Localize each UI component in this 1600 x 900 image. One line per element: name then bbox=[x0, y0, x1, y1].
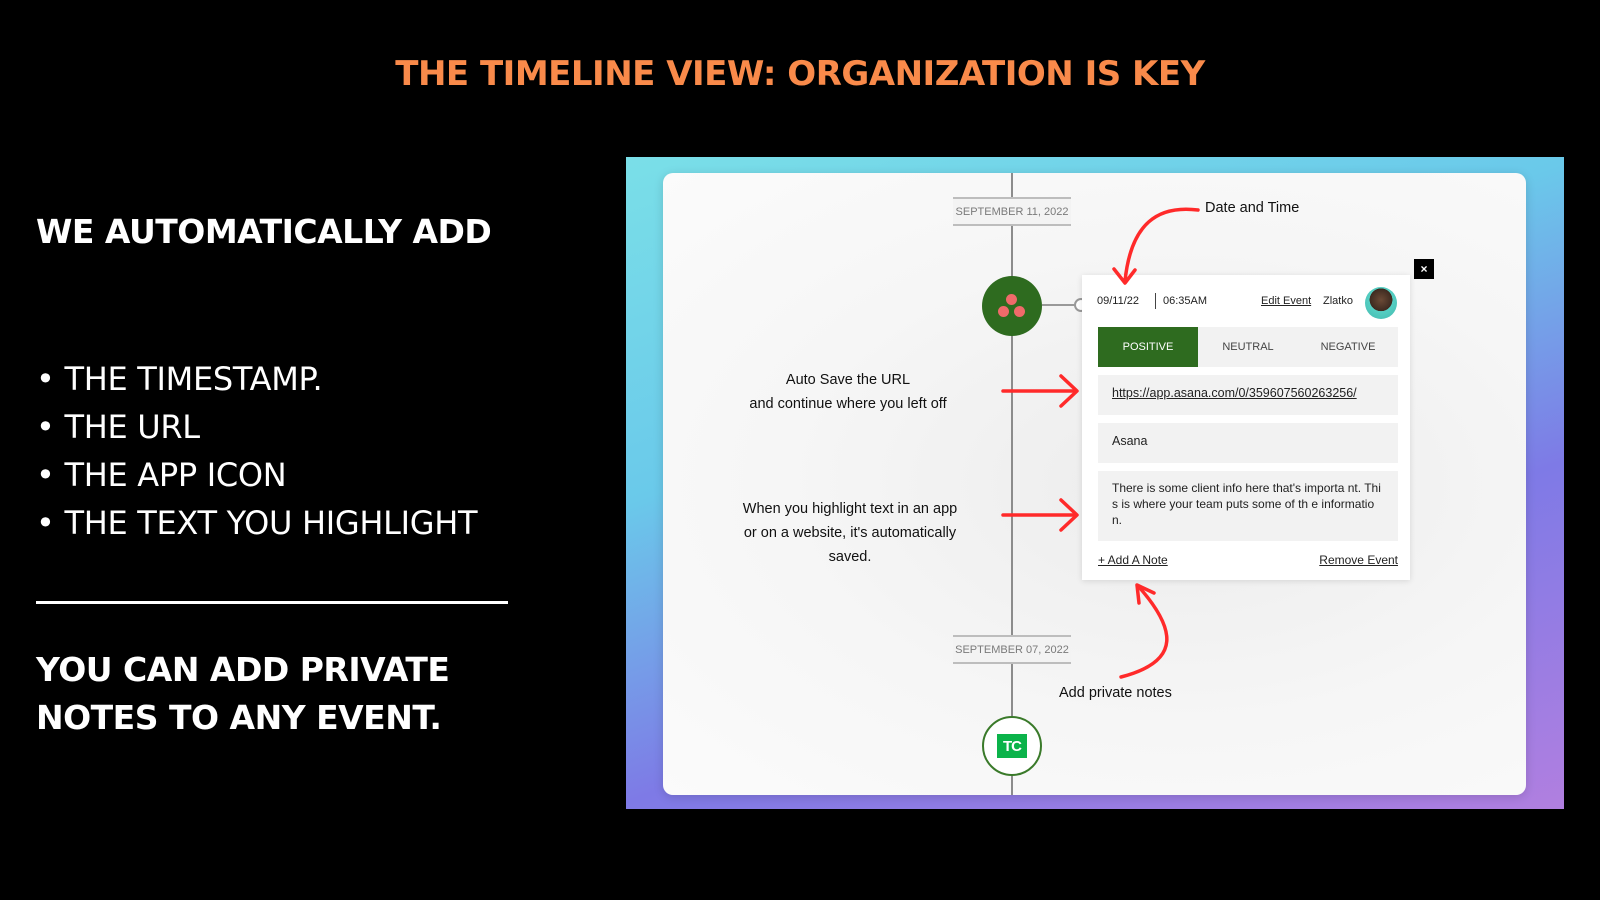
event-date: 09/11/22 bbox=[1097, 295, 1140, 307]
sentiment-negative-button[interactable]: NEGATIVE bbox=[1320, 341, 1376, 353]
timeline-line bbox=[1011, 173, 1013, 795]
annotation-line: Auto Save the URL bbox=[785, 372, 911, 388]
event-connector bbox=[1042, 304, 1076, 306]
arrow-date-time bbox=[1123, 207, 1200, 283]
techcrunch-logo: TC bbox=[997, 734, 1027, 758]
private-notes-heading: YOU CAN ADD PRIVATE NOTES TO ANY EVENT. bbox=[36, 650, 450, 737]
add-note-link[interactable]: + Add A Note bbox=[1098, 553, 1168, 567]
annotation-highlight: When you highlight text in an app or on … bbox=[715, 497, 985, 569]
event-time: 06:35AM bbox=[1163, 295, 1208, 307]
event-user: Zlatko bbox=[1323, 295, 1353, 307]
highlighted-text: There is some client info here that's im… bbox=[1098, 471, 1398, 541]
event-url-link[interactable]: https://app.asana.com/0/359607560263256/ bbox=[1098, 375, 1398, 415]
section-divider bbox=[36, 601, 508, 604]
techcrunch-icon[interactable]: TC bbox=[982, 716, 1042, 776]
arrow-highlight-head bbox=[1059, 498, 1079, 532]
annotation-line: or on a website, it's automatically bbox=[743, 525, 957, 541]
annotation-line: saved. bbox=[828, 549, 872, 565]
event-app-name: Asana bbox=[1098, 423, 1398, 463]
sentiment-positive-button[interactable]: POSITIVE bbox=[1098, 327, 1198, 367]
date-time-separator bbox=[1155, 293, 1156, 309]
asana-dot bbox=[1014, 306, 1025, 317]
arrow-url-head bbox=[1059, 374, 1079, 408]
bullet-timestamp: • THE TIMESTAMP. bbox=[36, 360, 323, 398]
asana-icon[interactable] bbox=[982, 276, 1042, 336]
timeline-date-label: SEPTEMBER 07, 2022 bbox=[953, 635, 1071, 664]
annotation-line: and continue where you left off bbox=[749, 396, 947, 412]
arrow-notes-head bbox=[1135, 583, 1156, 605]
annotation-line: When you highlight text in an app bbox=[742, 501, 958, 517]
left-heading: WE AUTOMATICALLY ADD bbox=[36, 212, 492, 251]
edit-event-link[interactable]: Edit Event bbox=[1261, 295, 1312, 307]
asana-dot bbox=[998, 306, 1009, 317]
bullet-url: • THE URL bbox=[36, 408, 200, 446]
annotation-date-time: Date and Time bbox=[1205, 200, 1300, 216]
feature-bullet-list: • THE TIMESTAMP. • THE URL • THE APP ICO… bbox=[36, 355, 478, 547]
arrow-notes bbox=[1119, 585, 1169, 679]
app-screenshot: SEPTEMBER 11, 2022 SEPTEMBER 07, 2022 TC… bbox=[626, 157, 1564, 809]
event-panel: 09/11/22 06:35AM Edit Event Zlatko POSIT… bbox=[1082, 275, 1410, 580]
timeline-card: SEPTEMBER 11, 2022 SEPTEMBER 07, 2022 TC… bbox=[663, 173, 1526, 795]
asana-dot bbox=[1006, 294, 1017, 305]
sentiment-neutral-button[interactable]: NEUTRAL bbox=[1222, 341, 1274, 353]
close-button[interactable]: × bbox=[1414, 259, 1434, 279]
remove-event-link[interactable]: Remove Event bbox=[1319, 553, 1398, 567]
annotation-private-notes: Add private notes bbox=[1059, 685, 1172, 701]
sentiment-selector: POSITIVE NEUTRAL NEGATIVE bbox=[1098, 327, 1398, 367]
bullet-app-icon: • THE APP ICON bbox=[36, 456, 287, 494]
timeline-date-label: SEPTEMBER 11, 2022 bbox=[953, 197, 1071, 226]
avatar bbox=[1365, 287, 1397, 319]
bullet-highlight-text: • THE TEXT YOU HIGHLIGHT bbox=[36, 504, 478, 542]
slide-title: THE TIMELINE VIEW: ORGANIZATION IS KEY bbox=[395, 54, 1205, 94]
annotation-auto-save: Auto Save the URL and continue where you… bbox=[718, 368, 978, 416]
